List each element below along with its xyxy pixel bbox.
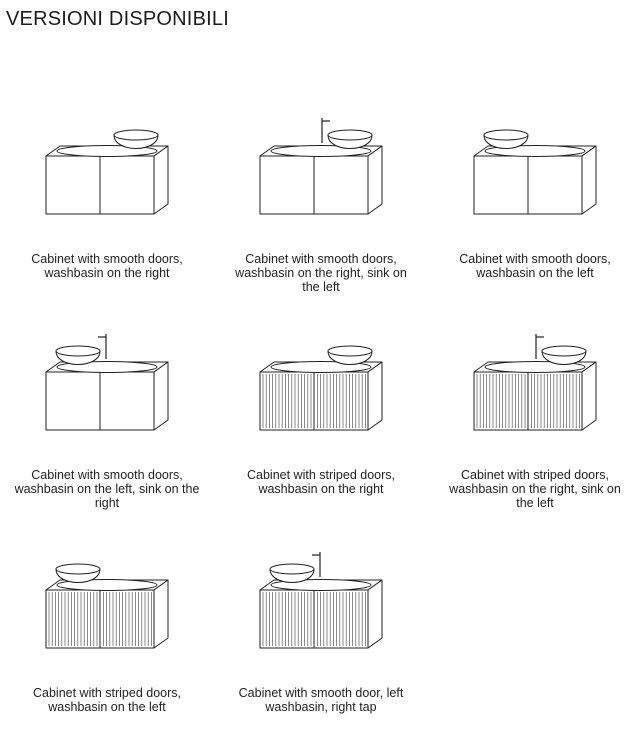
version-caption: Cabinet with smooth doors, washbasin on … bbox=[31, 252, 183, 280]
cabinet-illustration bbox=[473, 334, 597, 431]
version-card: Cabinet with smooth doors, washbasin on … bbox=[214, 118, 428, 308]
cabinet-illustration bbox=[45, 129, 169, 215]
version-card: Cabinet with smooth doors, washbasin on … bbox=[428, 118, 642, 308]
version-card: Cabinet with smooth door, left washbasin… bbox=[214, 552, 428, 742]
page-title: VERSIONI DISPONIBILI bbox=[6, 8, 229, 30]
cabinet-illustration bbox=[473, 129, 597, 215]
cabinet-illustration bbox=[45, 334, 169, 431]
version-card: Cabinet with smooth doors, washbasin on … bbox=[0, 334, 214, 524]
version-card: Cabinet with striped doors, washbasin on… bbox=[0, 552, 214, 742]
version-caption: Cabinet with smooth doors, washbasin on … bbox=[235, 252, 407, 294]
version-caption: Cabinet with smooth doors, washbasin on … bbox=[459, 252, 611, 280]
version-caption: Cabinet with smooth doors, washbasin on … bbox=[14, 468, 200, 510]
cabinet-illustration bbox=[259, 552, 383, 649]
version-card: Cabinet with smooth doors, washbasin on … bbox=[0, 118, 214, 308]
cabinet-illustration bbox=[45, 563, 169, 649]
cabinet-illustration bbox=[259, 118, 383, 215]
version-caption: Cabinet with striped doors, washbasin on… bbox=[247, 468, 395, 496]
cabinet-illustration bbox=[259, 345, 383, 431]
version-card: Cabinet with striped doors, washbasin on… bbox=[428, 334, 642, 524]
version-card: Cabinet with striped doors, washbasin on… bbox=[214, 334, 428, 524]
version-caption: Cabinet with striped doors, washbasin on… bbox=[449, 468, 621, 510]
version-caption: Cabinet with smooth door, left washbasin… bbox=[238, 686, 404, 714]
version-caption: Cabinet with striped doors, washbasin on… bbox=[33, 686, 181, 714]
